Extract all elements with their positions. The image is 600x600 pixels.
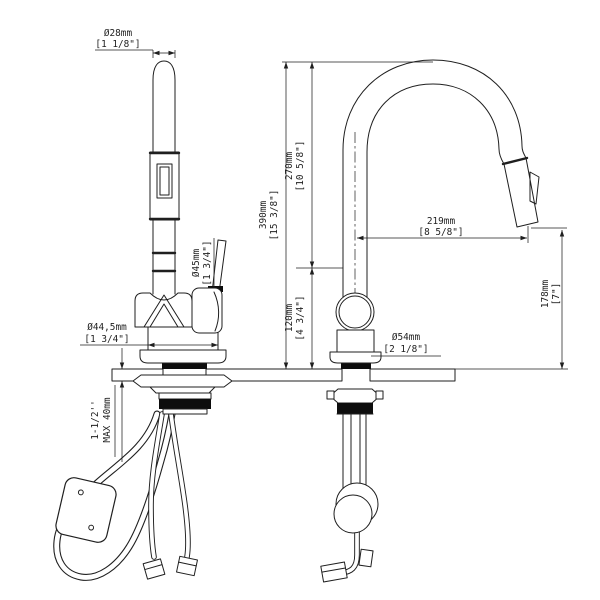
mounting-nut <box>162 408 208 415</box>
svg-text:[1 1/8"]: [1 1/8"] <box>95 39 140 50</box>
svg-text:[1 3/4"]: [1 3/4"] <box>202 240 213 285</box>
svg-text:Ø28mm: Ø28mm <box>104 28 133 39</box>
sprayer-window <box>156 163 173 199</box>
faucet-front-view <box>329 59 540 364</box>
base-flange <box>139 349 227 364</box>
base-pedestal <box>336 329 375 353</box>
gooseneck-spout-inner <box>366 83 505 298</box>
mounting-plate <box>149 386 216 394</box>
hose-end-fitting <box>320 561 348 583</box>
dim-handle-diameter: Ø45mm [1 3/4"] <box>191 238 215 288</box>
dim-head-to-deck: 178mm [7"] <box>540 230 565 369</box>
mounting-washer <box>329 388 381 404</box>
spray-head-seam <box>501 156 529 166</box>
hose-bundle <box>342 413 367 490</box>
handle-body <box>191 287 223 334</box>
svg-text:Ø44,5mm: Ø44,5mm <box>87 322 127 333</box>
svg-text:[2 1/8"]: [2 1/8"] <box>383 344 428 355</box>
gooseneck-spout-outer <box>342 59 527 298</box>
right-base-gasket <box>341 362 371 369</box>
spout-outlet-chevron <box>143 294 185 328</box>
svg-text:219mm: 219mm <box>427 216 456 227</box>
right-under-counter-assembly <box>320 388 384 583</box>
left-base-gasket <box>162 362 207 369</box>
svg-text:[10 5/8"]: [10 5/8"] <box>295 141 306 192</box>
svg-text:[4 3/4"]: [4 3/4"] <box>295 295 306 340</box>
svg-text:1-1/2'': 1-1/2'' <box>90 400 101 440</box>
base-flange <box>329 351 382 364</box>
faucet-side-view <box>134 60 227 364</box>
hose-end-fitting <box>142 558 166 580</box>
spout-upper-tube <box>152 60 176 153</box>
hose-stub-fitting <box>358 548 374 568</box>
svg-text:[1 3/4"]: [1 3/4"] <box>84 334 129 345</box>
spray-head-toggle <box>529 171 540 205</box>
svg-text:[15 3/8"]: [15 3/8"] <box>269 190 280 241</box>
dimensions: 390mm [15 3/8"] 270mm [10 5/8"] 120mm [4… <box>80 28 567 462</box>
faucet-body <box>134 292 193 328</box>
svg-text:Ø54mm: Ø54mm <box>392 332 421 343</box>
dim-outlet-to-deck: 120mm [4 3/4"] <box>284 268 315 369</box>
mounting-nut <box>158 392 212 400</box>
dim-top-to-outlet: 270mm [10 5/8"] <box>284 62 315 268</box>
dim-spout-reach: 219mm [8 5/8"] <box>357 216 527 241</box>
svg-text:[8 5/8"]: [8 5/8"] <box>418 227 463 238</box>
dim-base-right-diameter: Ø54mm [2 1/8"] <box>371 332 441 357</box>
mounting-washer <box>132 374 233 388</box>
mounting-nut <box>337 403 373 414</box>
dim-deck-thickness: 1-1/2'' MAX 40mm <box>90 348 125 462</box>
svg-text:178mm: 178mm <box>540 280 551 309</box>
hose-weight-plate <box>55 477 117 543</box>
valve-body-hub <box>335 292 375 332</box>
svg-text:[7"]: [7"] <box>551 283 562 306</box>
svg-text:390mm: 390mm <box>258 201 269 230</box>
svg-text:MAX 40mm: MAX 40mm <box>102 397 113 443</box>
svg-text:120mm: 120mm <box>284 304 295 333</box>
dim-spout-top-diameter: Ø28mm [1 1/8"] <box>95 28 176 58</box>
svg-text:270mm: 270mm <box>284 152 295 181</box>
mounting-nut <box>159 399 211 409</box>
dim-overall-height: 390mm [15 3/8"] <box>258 62 289 369</box>
left-under-counter-assembly <box>53 374 233 581</box>
pulldown-spray-head <box>503 157 539 228</box>
hose-end-fitting <box>176 555 198 577</box>
dim-base-left-diameter: Ø44,5mm [1 3/4"] <box>80 322 218 348</box>
svg-text:Ø45mm: Ø45mm <box>191 249 202 278</box>
